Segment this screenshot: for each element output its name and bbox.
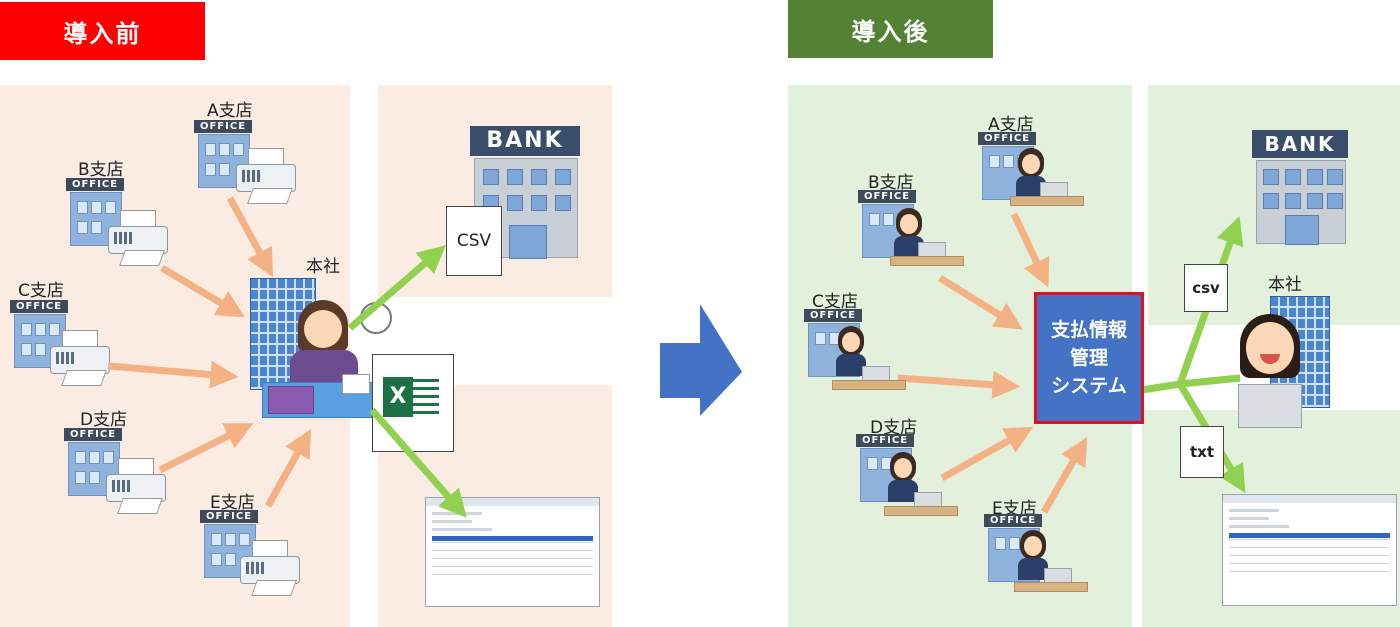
after-title: 導入後 <box>788 0 993 58</box>
after-hq-label: 本社 <box>1268 275 1302 295</box>
system-line-1: 支払情報 <box>1050 319 1127 341</box>
after-branch-c-worker-icon <box>834 326 904 386</box>
bank-sign: BANK <box>470 126 580 156</box>
system-line-2: 管理 <box>1069 347 1108 369</box>
after-bank-icon: BANK <box>1252 130 1348 245</box>
after-hq-laptop-icon <box>1238 384 1302 428</box>
after-branch-e-desk <box>1014 582 1088 592</box>
before-branch-e-label: E支店 <box>210 493 255 513</box>
before-orange-arrows <box>107 196 312 508</box>
after-branch-a-label: A支店 <box>988 115 1034 135</box>
office-sign: OFFICE <box>984 514 1042 527</box>
before-title-text: 導入前 <box>63 19 142 48</box>
before-branch-e-fax-icon <box>240 540 300 596</box>
office-sign: OFFICE <box>194 120 252 133</box>
before-csv-file-icon: CSV <box>446 206 502 276</box>
office-sign: OFFICE <box>856 434 914 447</box>
before-branch-b-fax-icon <box>108 210 168 266</box>
after-app-screenshot <box>1222 494 1397 606</box>
before-branch-c-fax-icon <box>50 330 110 386</box>
bank-sign: BANK <box>1252 130 1348 158</box>
after-branch-c-label: C支店 <box>812 292 858 312</box>
after-branch-e-worker-icon <box>1016 530 1086 590</box>
before-green-arrows <box>347 245 467 518</box>
after-branch-d-label: D支店 <box>870 418 918 438</box>
before-branch-b-label: B支店 <box>78 160 124 180</box>
excel-x-letter: X <box>383 377 413 417</box>
transition-arrow <box>660 304 742 416</box>
after-branch-b-desk <box>890 256 964 266</box>
before-branch-d-label: D支店 <box>80 410 128 430</box>
before-title: 導入前 <box>0 2 205 60</box>
envelope-icon <box>342 374 370 394</box>
happy-worker-icon <box>1236 314 1306 424</box>
before-branch-a-fax-icon <box>236 148 296 204</box>
office-sign: OFFICE <box>804 309 862 322</box>
after-branch-a-desk <box>1010 196 1084 206</box>
after-title-text: 導入後 <box>851 17 930 46</box>
office-sign: OFFICE <box>64 428 122 441</box>
after-branch-d-desk <box>884 506 958 516</box>
after-branch-b-worker-icon <box>892 208 962 268</box>
office-sign: OFFICE <box>978 132 1036 145</box>
after-txt-label: txt <box>1189 443 1215 461</box>
before-branch-a-label: A支店 <box>207 101 253 121</box>
after-csv-label: csv <box>1192 279 1220 297</box>
before-branch-c-label: C支店 <box>18 281 64 301</box>
office-sign: OFFICE <box>66 178 124 191</box>
excel-file-icon: X <box>372 354 454 452</box>
before-laptop-icon <box>268 386 314 414</box>
office-sign: OFFICE <box>10 300 68 313</box>
after-branch-b-label: B支店 <box>868 173 914 193</box>
after-branch-c-desk <box>832 380 906 390</box>
office-sign: OFFICE <box>200 510 258 523</box>
after-txt-file-icon: txt <box>1180 426 1224 478</box>
before-csv-label: CSV <box>456 231 492 251</box>
after-branch-a-worker-icon <box>1014 148 1084 208</box>
before-branch-d-fax-icon <box>106 458 166 514</box>
before-hq-label: 本社 <box>306 257 340 277</box>
office-sign: OFFICE <box>858 190 916 203</box>
after-branch-d-worker-icon <box>886 452 956 512</box>
payment-management-system-box: 支払情報 管理 システム <box>1034 292 1144 424</box>
after-csv-file-icon: csv <box>1184 264 1228 312</box>
system-line-3: システム <box>1051 375 1127 397</box>
